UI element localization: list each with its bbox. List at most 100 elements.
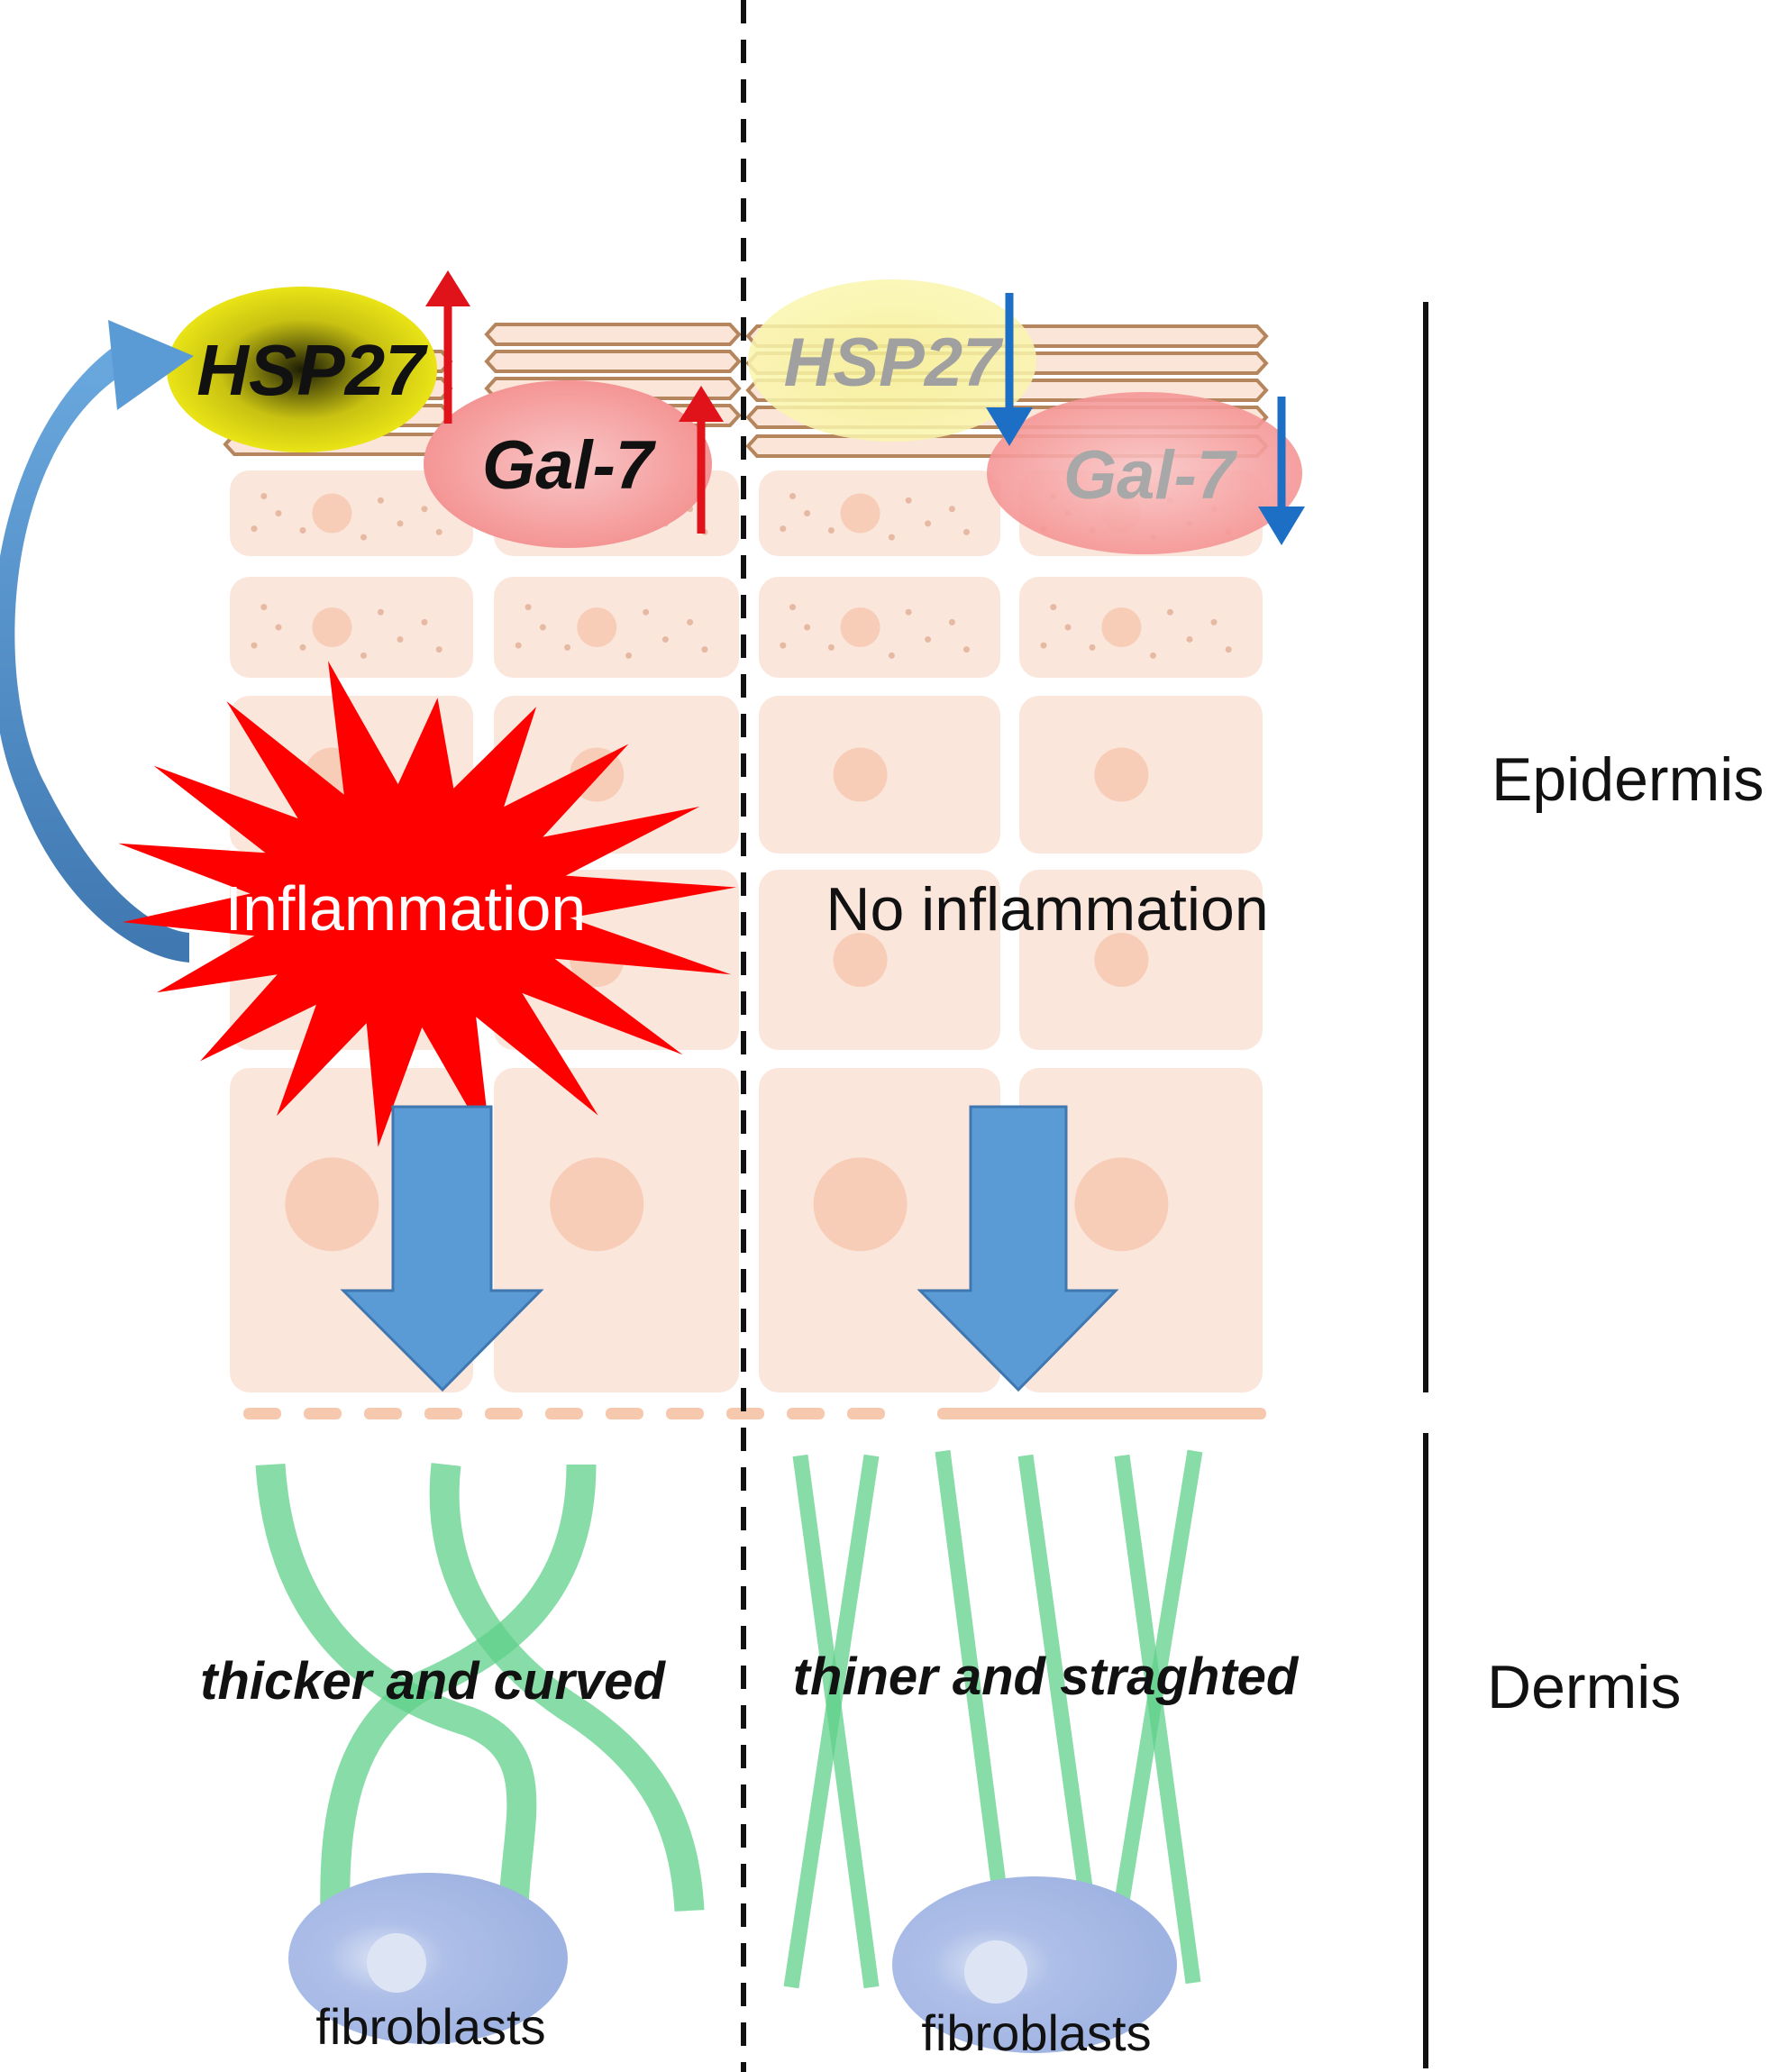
cell-granule bbox=[925, 520, 932, 527]
cell-granule bbox=[435, 646, 442, 653]
cell-granule bbox=[905, 497, 912, 504]
cell-granule bbox=[643, 608, 650, 616]
fibroblasts-right-label: fibroblasts bbox=[921, 2004, 1151, 2061]
fibroblasts-left-label: fibroblasts bbox=[315, 1998, 545, 2055]
cell-granule bbox=[948, 506, 955, 513]
cell-granule bbox=[780, 525, 787, 533]
cell-granule bbox=[827, 644, 835, 651]
epidermis-label: Epidermis bbox=[1492, 745, 1764, 814]
cell-nucleus bbox=[1074, 1157, 1169, 1252]
cell-granule bbox=[888, 534, 895, 541]
keratin-strip bbox=[484, 323, 742, 346]
cell-granule bbox=[515, 642, 522, 649]
cell-nucleus bbox=[577, 607, 617, 647]
cell-granule bbox=[260, 493, 268, 499]
gal7-up-arrow bbox=[679, 386, 724, 534]
cell-granule bbox=[360, 534, 367, 541]
cell-granule bbox=[789, 604, 797, 611]
cell-granule bbox=[905, 608, 912, 616]
cell-granule bbox=[925, 635, 932, 643]
cell-nucleus bbox=[1094, 933, 1149, 987]
basement-membrane bbox=[243, 1408, 1266, 1419]
cell-granule bbox=[564, 644, 571, 651]
cell-granule bbox=[251, 642, 258, 649]
left-big-down-arrow bbox=[340, 1105, 544, 1392]
fibroblast-right-nucleus bbox=[964, 1940, 1027, 2004]
cell-granule bbox=[1225, 646, 1232, 653]
basement-dash bbox=[364, 1408, 402, 1419]
cell-nucleus bbox=[1094, 747, 1149, 802]
cell-granule bbox=[661, 635, 669, 643]
right-collagen-fibers bbox=[783, 1449, 1203, 1989]
cell-granule bbox=[827, 527, 835, 534]
basement-dash bbox=[847, 1408, 885, 1419]
cell-granule bbox=[789, 493, 797, 499]
cell-granule bbox=[260, 604, 268, 611]
hsp27-right-label: HSP27 bbox=[784, 324, 1005, 401]
cell-nucleus bbox=[285, 1157, 379, 1252]
keratin-strip bbox=[484, 350, 742, 373]
cell-granule bbox=[377, 608, 384, 616]
right-dermis-caption: thiner and straghted bbox=[793, 1648, 1300, 1706]
cell-granule bbox=[435, 528, 442, 535]
cell-granule bbox=[299, 644, 306, 651]
left-dermis-caption: thicker and curved bbox=[200, 1652, 666, 1711]
dermis-label: Dermis bbox=[1487, 1653, 1681, 1721]
basement-dash bbox=[304, 1408, 342, 1419]
cell-granule bbox=[1150, 652, 1156, 659]
basement-dash bbox=[243, 1408, 281, 1419]
cell-granule bbox=[962, 528, 970, 535]
cell-granule bbox=[687, 618, 694, 625]
cell-granule bbox=[701, 646, 708, 653]
cell-granule bbox=[1050, 604, 1057, 611]
basement-dash bbox=[787, 1408, 825, 1419]
basement-dash bbox=[666, 1408, 704, 1419]
cell-nucleus bbox=[312, 607, 352, 647]
hsp27-up-arrow bbox=[425, 270, 470, 424]
gal7-left-ellipse bbox=[424, 380, 712, 548]
cell-granule bbox=[1186, 635, 1193, 643]
cell-granule bbox=[539, 624, 546, 631]
cell-nucleus bbox=[1101, 607, 1142, 647]
hsp27-right-ellipse bbox=[748, 279, 1036, 442]
basement-line bbox=[937, 1408, 1266, 1419]
cell-granule bbox=[397, 520, 404, 527]
cell-nucleus bbox=[312, 493, 352, 534]
gal7-left-label: Gal-7 bbox=[482, 427, 657, 504]
right-big-down-arrow bbox=[917, 1105, 1119, 1392]
cell-granule bbox=[1089, 644, 1096, 651]
no-inflammation-label: No inflammation bbox=[826, 875, 1268, 944]
cell-granule bbox=[421, 506, 428, 513]
hsp27-down-arrow bbox=[986, 293, 1033, 446]
fibroblast-right-cell bbox=[892, 1876, 1177, 2053]
cell-nucleus bbox=[550, 1157, 644, 1252]
left-collagen-fibers bbox=[255, 1463, 705, 1916]
fibroblast-left-nucleus bbox=[367, 1933, 426, 1993]
hsp27-left-ellipse bbox=[167, 287, 437, 452]
cell-nucleus bbox=[833, 933, 888, 987]
cell-granule bbox=[1040, 642, 1047, 649]
basement-dash bbox=[545, 1408, 583, 1419]
cell-granule bbox=[377, 497, 384, 504]
feedback-curved-arrow bbox=[0, 338, 189, 963]
cell-granule bbox=[1210, 618, 1218, 625]
cell-granule bbox=[1166, 608, 1173, 616]
cell-granule bbox=[962, 646, 970, 653]
gal7-right-ellipse bbox=[987, 392, 1302, 554]
cell-granule bbox=[1064, 624, 1072, 631]
basement-dash bbox=[606, 1408, 643, 1419]
basement-dash bbox=[726, 1408, 764, 1419]
cell-granule bbox=[360, 652, 367, 659]
cell-nucleus bbox=[840, 607, 880, 647]
feedback-arrow-head bbox=[108, 320, 194, 410]
cell-granule bbox=[804, 624, 811, 631]
cell-nucleus bbox=[813, 1157, 908, 1252]
cell-nucleus bbox=[840, 493, 880, 534]
inflammation-label: Inflammation bbox=[225, 873, 587, 944]
cell-granule bbox=[625, 652, 633, 659]
cell-granule bbox=[275, 510, 282, 516]
inflammation-burst bbox=[118, 661, 737, 1148]
hsp27-left-label: HSP27 bbox=[196, 330, 428, 410]
cell-granule bbox=[888, 652, 895, 659]
